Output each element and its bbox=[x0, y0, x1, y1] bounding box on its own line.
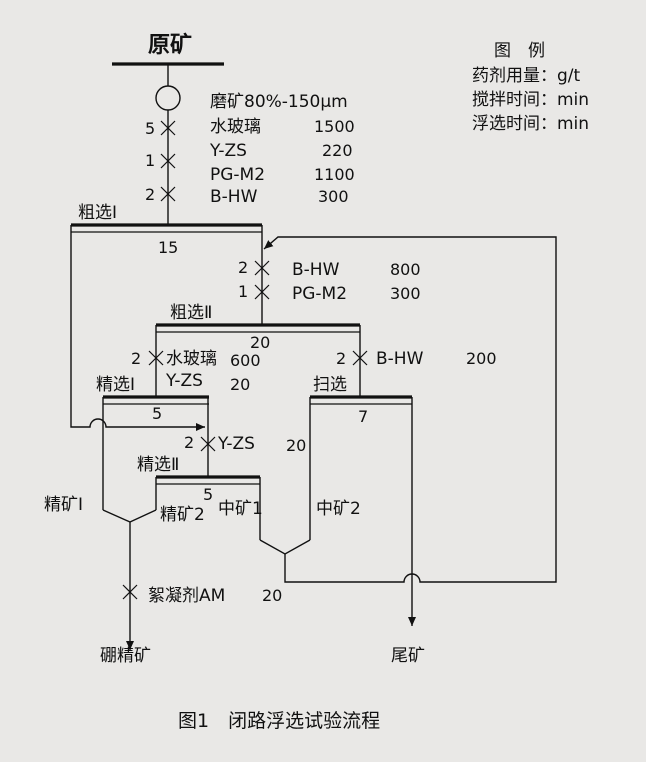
scavenger-time: 7 bbox=[358, 407, 368, 426]
flocculant-dose: 20 bbox=[262, 586, 282, 605]
feed-reagent-1-dose: 1500 bbox=[314, 117, 355, 136]
scavenger-reagent-time: 2 bbox=[336, 349, 346, 368]
legend-stirring-time: 搅拌时间：min bbox=[472, 90, 589, 110]
rougher1-concentrate-line bbox=[70, 225, 205, 431]
cleaner2-label: 精选Ⅱ bbox=[137, 455, 179, 475]
rougher1-time: 15 bbox=[158, 238, 178, 257]
cleaner1-reagent-dose2: 20 bbox=[230, 375, 250, 394]
grinding-label: 磨矿80%-150μm bbox=[210, 92, 348, 112]
feed-reagent-2-name: Y-ZS bbox=[209, 141, 247, 161]
stir-mark-icon bbox=[200, 436, 216, 452]
feed-reagent-1-name: 水玻璃 bbox=[210, 117, 261, 137]
cleaner1-reagent-dose1: 600 bbox=[230, 351, 261, 370]
cleaner2-reagent-time: 2 bbox=[184, 433, 194, 452]
rougher2-reagent-1-name: B-HW bbox=[292, 260, 340, 280]
feed-reagent-3-dose: 1100 bbox=[314, 165, 355, 184]
boron-concentrate-label: 硼精矿 bbox=[100, 646, 151, 666]
middling2-label: 中矿2 bbox=[316, 499, 361, 519]
stir-mark-icon bbox=[254, 260, 270, 276]
stir-mark-icon bbox=[122, 584, 138, 600]
legend-title: 图 例 bbox=[494, 41, 545, 61]
feed-reagent-2-dose: 220 bbox=[322, 141, 353, 160]
cleaner2-reagent-name: Y-ZS bbox=[217, 434, 255, 454]
legend-flotation-time: 浮选时间：min bbox=[472, 114, 589, 134]
cleaner1-reagent-time: 2 bbox=[131, 349, 141, 368]
legend-reagent-dose: 药剂用量：g/t bbox=[472, 66, 581, 86]
rougher2-reagent-2-name: PG-M2 bbox=[292, 284, 347, 304]
rougher2-reagent-2-time: 1 bbox=[238, 282, 248, 301]
rougher2-reagent-1-time: 2 bbox=[238, 258, 248, 277]
tailings-label: 尾矿 bbox=[391, 646, 425, 666]
middling-merge-funnel bbox=[259, 539, 311, 555]
stir-mark-icon bbox=[160, 120, 176, 136]
cleaner1-time: 5 bbox=[152, 404, 162, 423]
feed-reagent-1-time: 5 bbox=[145, 119, 155, 138]
middling-return-line bbox=[263, 236, 557, 583]
rougher2-label: 粗选Ⅱ bbox=[170, 303, 212, 323]
stir-mark-icon bbox=[254, 284, 270, 300]
rougher2-reagent-1-dose: 800 bbox=[390, 260, 421, 279]
feed-reagent-3-name: PG-M2 bbox=[210, 165, 265, 185]
stir-mark-icon bbox=[148, 350, 164, 366]
cleaner1-reagent-name1: 水玻璃 bbox=[166, 349, 217, 369]
feed-reagent-2-time: 1 bbox=[145, 151, 155, 170]
flocculant-name: 絮凝剂AM bbox=[148, 586, 225, 606]
feed-reagent-4-time: 2 bbox=[145, 185, 155, 204]
rougher1-label: 粗选Ⅰ bbox=[78, 203, 117, 223]
concentrate2-label: 精矿2 bbox=[160, 505, 205, 525]
cleaner1-reagent-name2: Y-ZS bbox=[165, 371, 203, 391]
rougher2-time: 20 bbox=[250, 333, 270, 352]
grinding-mill-symbol bbox=[155, 85, 181, 111]
middling1-label: 中矿1 bbox=[218, 499, 263, 519]
scavenger-reagent-name: B-HW bbox=[376, 349, 424, 369]
scavenger-label: 扫选 bbox=[313, 375, 347, 395]
rougher2-reagent-2-dose: 300 bbox=[390, 284, 421, 303]
concentrate-merge-funnel bbox=[102, 509, 157, 523]
cleaner2-time: 5 bbox=[203, 485, 213, 504]
figure-caption: 图1 闭路浮选试验流程 bbox=[178, 710, 380, 732]
feed-reagent-4-dose: 300 bbox=[318, 187, 349, 206]
stir-mark-icon bbox=[160, 153, 176, 169]
stir-mark-icon bbox=[160, 186, 176, 202]
feed-reagent-4-name: B-HW bbox=[210, 187, 258, 207]
cleaner2-reagent-dose: 20 bbox=[286, 436, 306, 455]
raw-ore-label: 原矿 bbox=[148, 32, 192, 58]
cleaner1-label: 精选Ⅰ bbox=[96, 375, 135, 395]
stir-mark-icon bbox=[352, 350, 368, 366]
scavenger-reagent-dose: 200 bbox=[466, 349, 497, 368]
concentrate1-label: 精矿Ⅰ bbox=[44, 495, 83, 515]
